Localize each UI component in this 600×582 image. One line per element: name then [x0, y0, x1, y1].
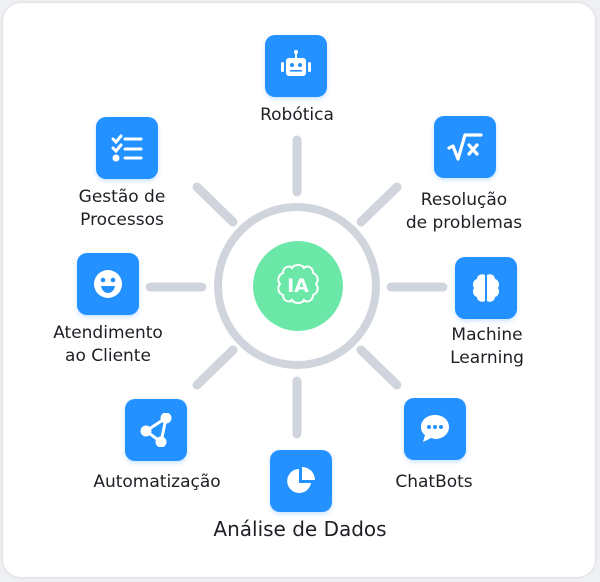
- resolucao-node-icon: [434, 116, 496, 178]
- atendimento-label: Atendimento ao Cliente: [53, 322, 163, 368]
- atendimento-node-icon: [77, 253, 139, 315]
- gestao-label: Gestão de Processos: [79, 186, 166, 232]
- smiley-icon: [94, 270, 122, 298]
- gestao-node-icon: [96, 117, 158, 179]
- chat-icon: [421, 415, 449, 442]
- brain-icon: [277, 264, 319, 304]
- gestao-label-line2: Processos: [80, 210, 164, 230]
- machine-label-line1: Machine: [451, 325, 523, 345]
- automatizacao-label: Automatização: [93, 472, 221, 492]
- chatbots-node-icon: [404, 398, 466, 460]
- spoke-top-right: [356, 182, 402, 227]
- resolucao-label-line2: de problemas: [405, 213, 523, 233]
- atendimento-label-line2: ao Cliente: [65, 346, 151, 366]
- robotica-node-icon: [265, 35, 327, 97]
- spoke-bottom-right: [356, 345, 402, 390]
- robot-icon: [281, 50, 311, 76]
- spoke-top-left: [192, 182, 238, 227]
- ia-center-node: IA: [253, 241, 343, 331]
- automatizacao-node-icon: [125, 399, 187, 461]
- gestao-label-line1: Gestão de: [78, 187, 166, 207]
- brain-icon: [473, 274, 499, 302]
- spoke-bottom-left: [192, 345, 238, 390]
- machine-label-line2: Learning: [450, 348, 524, 368]
- robotica-label: Robótica: [260, 105, 334, 125]
- atendimento-label-line1: Atendimento: [53, 323, 163, 343]
- machine-learning-node-icon: [455, 257, 517, 319]
- chatbots-label: ChatBots: [395, 472, 473, 492]
- center-label: IA: [287, 275, 309, 297]
- square-root-icon: [447, 133, 483, 161]
- pie-chart-icon: [287, 467, 315, 493]
- analise-label: Análise de Dados: [213, 517, 387, 541]
- resolucao-label: Resolução de problemas: [406, 189, 522, 235]
- resolucao-label-line1: Resolução: [420, 190, 508, 210]
- outer-ring: [214, 203, 380, 369]
- analise-node-icon: [270, 450, 332, 512]
- checklist-icon: [111, 134, 143, 162]
- network-icon: [140, 413, 172, 447]
